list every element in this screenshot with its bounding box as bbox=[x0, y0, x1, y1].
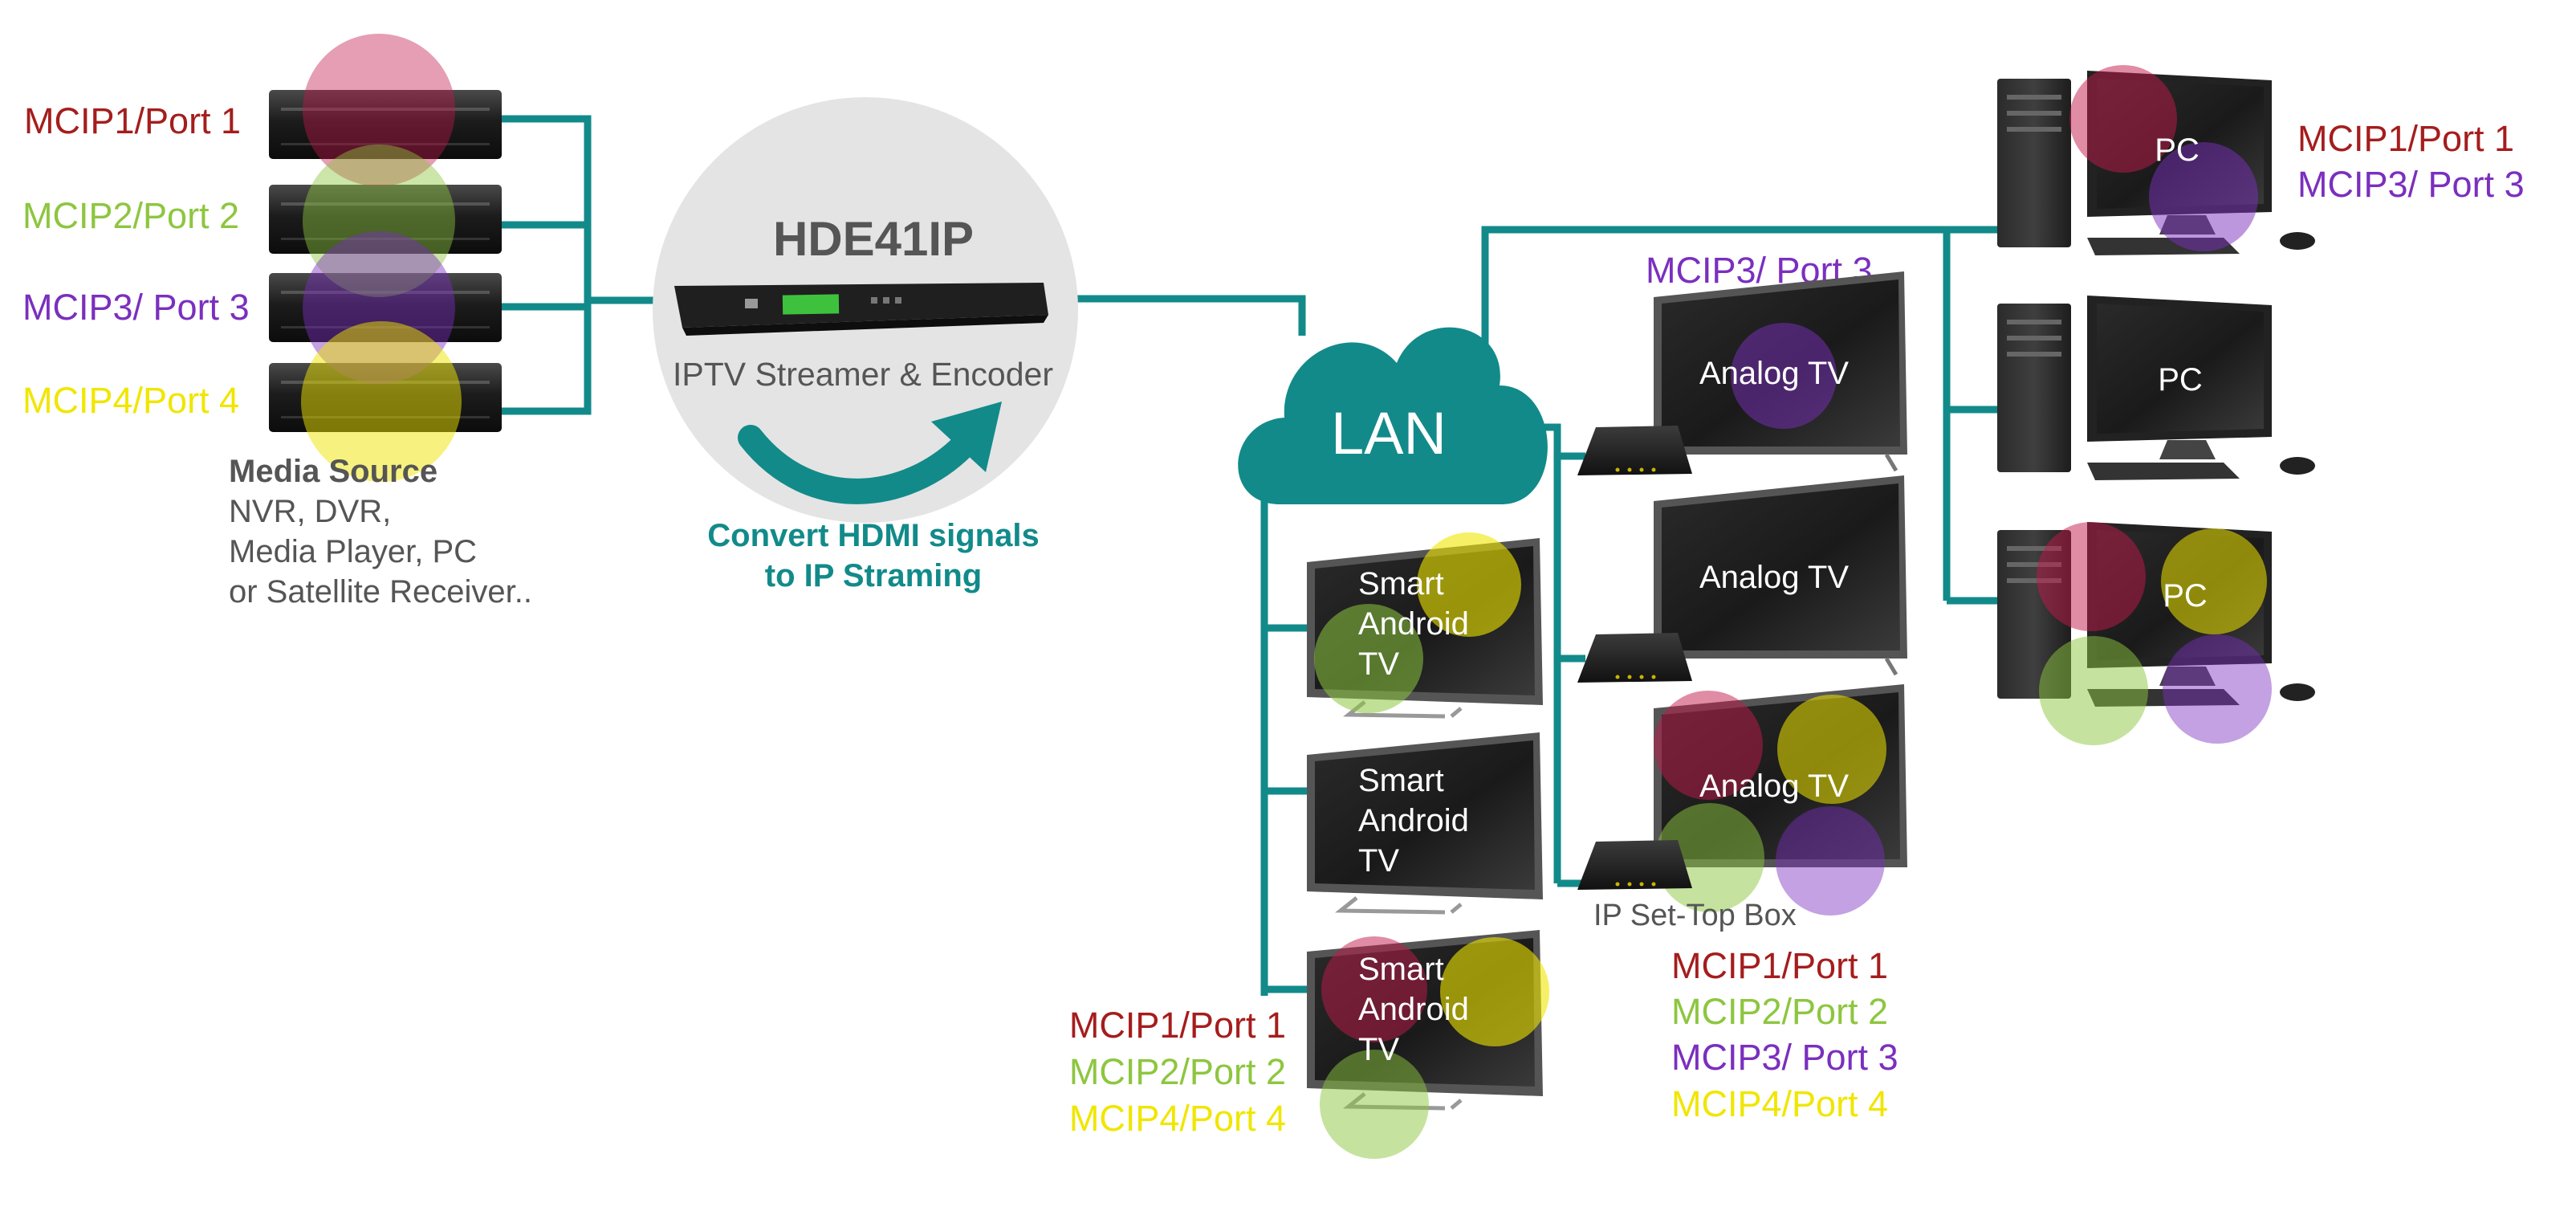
port4-circle bbox=[1440, 937, 1549, 1046]
smart-tv-1: Smart Android TV bbox=[1307, 532, 1543, 719]
pc-1: PC bbox=[1997, 65, 2315, 255]
pc-2: PC bbox=[1997, 296, 2315, 480]
pc-group: PC PC PC MCIP1/P bbox=[1997, 65, 2525, 745]
lan-analog-tv-line bbox=[1541, 423, 1585, 887]
analog-tv-2: Analog TV bbox=[1654, 475, 1907, 676]
port4-circle bbox=[2161, 528, 2267, 634]
source-port-3-label: MCIP3/ Port 3 bbox=[22, 287, 250, 328]
lan-pc-line bbox=[1481, 226, 1999, 605]
smart-tv-label-line-1: Smart bbox=[1358, 952, 1444, 987]
source-port-2-label: MCIP2/Port 2 bbox=[22, 195, 239, 236]
port2-circle bbox=[2039, 636, 2148, 745]
media-source-line-1: NVR, DVR, bbox=[229, 494, 391, 529]
rack-unit bbox=[269, 185, 502, 254]
encoder-model: HDE41IP bbox=[773, 212, 974, 266]
media-source-stack bbox=[269, 34, 502, 482]
smart-tv-label-line-3: TV bbox=[1358, 646, 1399, 682]
source-port-1-label: MCIP1/Port 1 bbox=[24, 100, 241, 141]
convert-arrow bbox=[738, 425, 976, 504]
port3-circle bbox=[1731, 323, 1837, 429]
analog-tv-group: MCIP3/ Port 3 Analog TV Analog TV bbox=[1577, 250, 1907, 1124]
port1-circle bbox=[2037, 522, 2146, 631]
port1-circle bbox=[2069, 65, 2177, 173]
smart-tv-port-2-label: MCIP2/Port 2 bbox=[1069, 1051, 1286, 1092]
pc-label: PC bbox=[2158, 362, 2203, 398]
port1-circle bbox=[1321, 936, 1427, 1042]
encoder-caption-line-2: to IP Straming bbox=[765, 558, 982, 593]
port3-circle bbox=[2163, 634, 2272, 744]
encoder-caption-line-1: Convert HDMI signals bbox=[707, 518, 1039, 553]
analog-tv-label: Analog TV bbox=[1699, 356, 1849, 391]
convert-arrow-head bbox=[931, 402, 1002, 472]
port2-circle bbox=[303, 145, 455, 297]
pc-label: PC bbox=[2155, 133, 2200, 168]
smart-tv-2: Smart Android TV bbox=[1307, 732, 1543, 915]
pc-label: PC bbox=[2163, 578, 2208, 614]
encoder-group: HDE41IP IPTV Streamer & Encoder Convert … bbox=[653, 97, 1078, 593]
encoder-subtitle: IPTV Streamer & Encoder bbox=[673, 356, 1053, 393]
source-bus-line bbox=[498, 115, 678, 415]
media-source-title: Media Source bbox=[229, 454, 437, 489]
source-port-4-label: MCIP4/Port 4 bbox=[22, 380, 239, 421]
stb-label: IP Set-Top Box bbox=[1593, 899, 1797, 932]
port4-circle bbox=[301, 321, 462, 482]
smart-tv-label-line-1: Smart bbox=[1358, 566, 1444, 601]
set-top-box bbox=[1577, 840, 1692, 890]
media-source-line-2: Media Player, PC bbox=[229, 534, 477, 569]
rack-unit bbox=[269, 90, 502, 159]
encoder-lan-line bbox=[1044, 295, 1306, 336]
smart-tv-label-line-3: TV bbox=[1358, 843, 1399, 879]
source-port-labels: MCIP1/Port 1 MCIP2/Port 2 MCIP3/ Port 3 … bbox=[22, 100, 250, 421]
smart-tv-port-4-label: MCIP4/Port 4 bbox=[1069, 1098, 1286, 1139]
port4-circle bbox=[1777, 695, 1886, 804]
port1-circle bbox=[303, 34, 455, 186]
analog-tv-port-labels: MCIP1/Port 1 MCIP2/Port 2 MCIP3/ Port 3 … bbox=[1671, 945, 1898, 1124]
port4-circle bbox=[1417, 532, 1521, 637]
lan-cloud: LAN bbox=[1238, 327, 1548, 504]
smart-tv-port-1-label: MCIP1/Port 1 bbox=[1069, 1005, 1286, 1046]
lan-smart-tv-line bbox=[1260, 490, 1308, 996]
analog-tv-port-1-label: MCIP1/Port 1 bbox=[1671, 945, 1888, 986]
smart-tv-label-line-1: Smart bbox=[1358, 763, 1444, 798]
pc-port-labels: MCIP1/Port 1 MCIP3/ Port 3 bbox=[2297, 118, 2525, 205]
lan-label: LAN bbox=[1331, 400, 1447, 467]
port3-circle bbox=[2149, 142, 2258, 251]
smart-tv-3: Smart Android TV bbox=[1307, 930, 1549, 1159]
analog-tv-label: Analog TV bbox=[1699, 769, 1849, 804]
pc-port-3-label: MCIP3/ Port 3 bbox=[2297, 164, 2525, 205]
pc-port-1-label: MCIP1/Port 1 bbox=[2297, 118, 2514, 159]
media-source-description: Media Source NVR, DVR, Media Player, PC … bbox=[229, 454, 532, 610]
cloud-shape bbox=[1238, 327, 1548, 504]
media-source-line-3: or Satellite Receiver.. bbox=[229, 574, 532, 610]
analog-tv-label: Analog TV bbox=[1699, 560, 1849, 595]
analog-tv-3: Analog TV bbox=[1654, 684, 1907, 915]
smart-tv-label-line-3: TV bbox=[1358, 1032, 1399, 1067]
set-top-box bbox=[1577, 426, 1692, 475]
analog-tv-port-3-label: MCIP3/ Port 3 bbox=[1671, 1037, 1898, 1078]
set-top-box bbox=[1577, 633, 1692, 683]
analog-tv-port-4-label: MCIP4/Port 4 bbox=[1671, 1083, 1888, 1124]
smart-tv-label-line-2: Android bbox=[1358, 803, 1469, 838]
analog-tv-1: Analog TV bbox=[1654, 271, 1907, 472]
port1-circle bbox=[1654, 691, 1763, 800]
pc-3: PC bbox=[1997, 522, 2315, 745]
smart-tv-label-line-2: Android bbox=[1358, 606, 1469, 642]
analog-tv-port-2-label: MCIP2/Port 2 bbox=[1671, 991, 1888, 1032]
port2-circle bbox=[1314, 604, 1423, 713]
smart-tv-group: Smart Android TV Smart Android TV Smart … bbox=[1069, 532, 1549, 1159]
smart-tv-label-line-2: Android bbox=[1358, 992, 1469, 1027]
smart-tv-port-labels: MCIP1/Port 1 MCIP2/Port 2 MCIP4/Port 4 bbox=[1069, 1005, 1286, 1139]
port2-circle bbox=[1320, 1050, 1429, 1159]
connection-lines bbox=[498, 115, 1999, 996]
port3-circle bbox=[1776, 806, 1885, 915]
encoder-device bbox=[674, 283, 1048, 336]
